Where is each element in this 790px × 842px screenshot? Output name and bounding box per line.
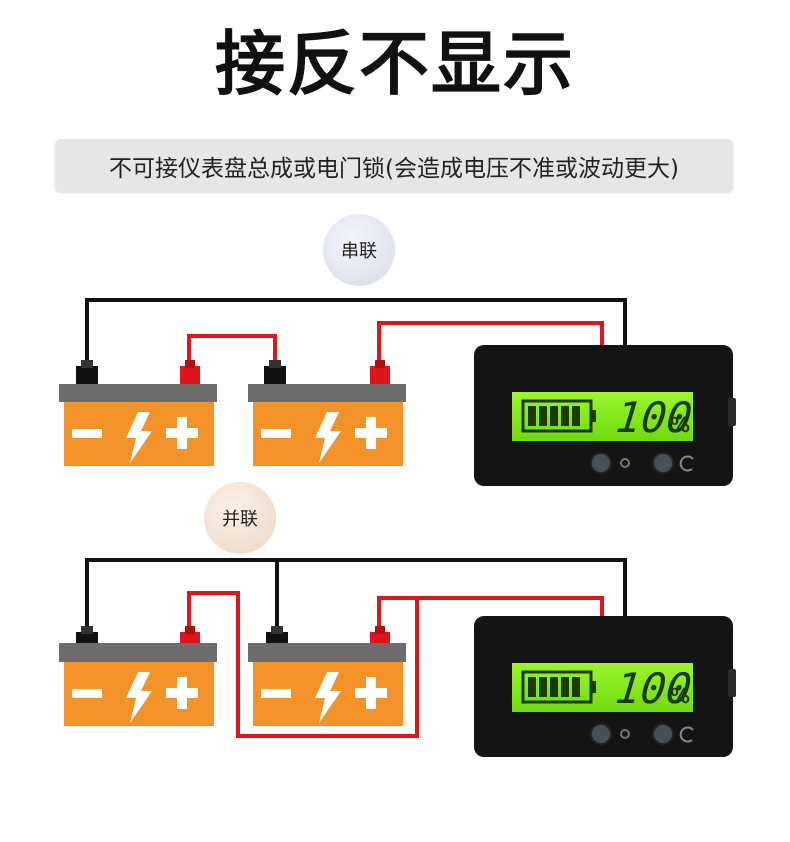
minus-sign: [72, 429, 102, 438]
series-battery-1: [59, 360, 217, 466]
lightning-icon: [126, 412, 152, 463]
minus-sign: [72, 689, 102, 698]
parallel-meter: 100 %: [474, 616, 736, 757]
lightning-icon: [126, 672, 152, 723]
battery-level-icon: [521, 670, 596, 704]
series-meter: 100 %: [474, 345, 736, 486]
series-meter-reading: 100: [614, 393, 695, 442]
lightning-icon: [315, 672, 341, 723]
parallel-battery-2: [248, 626, 406, 726]
series-meter-button-right[interactable]: [652, 452, 674, 474]
warning-text: 不可接仪表盘总成或电门锁(会造成电压不准或波动更大): [109, 155, 679, 182]
refresh-icon: [679, 455, 694, 472]
parallel-meter-button-left[interactable]: [590, 723, 612, 745]
parallel-black-wire: [85, 558, 627, 635]
parallel-label: 并联: [222, 509, 258, 530]
minus-sign: [261, 689, 291, 698]
series-label: 串联: [341, 241, 377, 262]
parallel-battery-1: [59, 626, 217, 726]
parallel-label-bubble: 并联: [204, 482, 276, 554]
series-meter-button-left[interactable]: [590, 452, 612, 474]
series-battery-2: [248, 360, 406, 466]
parallel-meter-unit: %: [670, 684, 690, 708]
series-black-wire: [85, 298, 627, 368]
warning-banner: 不可接仪表盘总成或电门锁(会造成电压不准或波动更大): [55, 139, 733, 192]
refresh-icon: [679, 726, 694, 743]
parallel-meter-reading: 100: [613, 664, 694, 713]
parallel-diagram: 100 %: [59, 558, 736, 757]
series-link-wire: [187, 334, 277, 368]
parallel-meter-button-right[interactable]: [652, 723, 674, 745]
parallel-red-link-wire: [187, 591, 419, 738]
lightning-icon: [315, 412, 341, 463]
battery-level-icon: [521, 399, 596, 433]
series-label-bubble: 串联: [323, 214, 395, 286]
minus-sign: [261, 429, 291, 438]
indicator-dot: [620, 729, 630, 739]
series-meter-unit: %: [670, 413, 690, 437]
series-red-wire: [377, 321, 604, 368]
indicator-dot: [620, 458, 630, 468]
page-title: 接反不显示: [215, 23, 575, 105]
parallel-red-wire: [377, 596, 604, 635]
series-diagram: 100 %: [59, 298, 736, 486]
